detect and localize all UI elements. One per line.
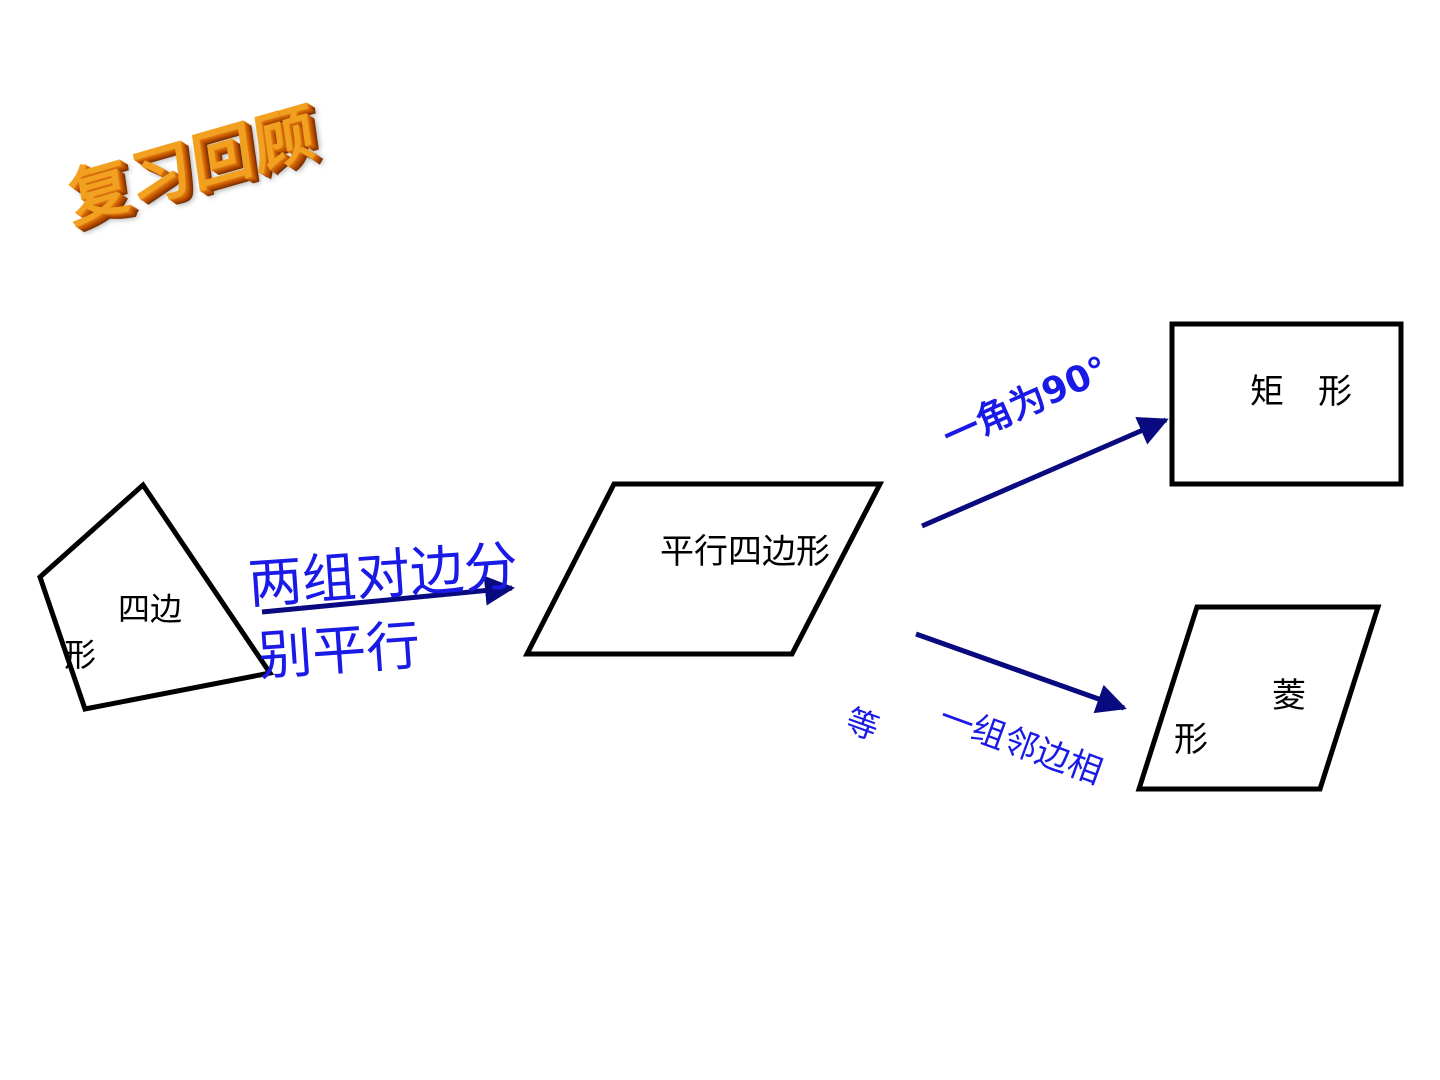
arrow-to-rectangle [921, 417, 1169, 529]
rhombus-shape [1135, 604, 1382, 792]
condition-parallelogram-line2: 别平行 [256, 613, 423, 688]
quadrilateral-label-2: 形 [64, 636, 97, 674]
rhombus-label-2: 形 [1174, 720, 1208, 760]
parallelogram-shape [522, 481, 885, 657]
rectangle-shape [1169, 321, 1404, 487]
rectangle-label: 矩 形 [1250, 372, 1352, 412]
quadrilateral-label-1: 四边 [118, 590, 183, 628]
arrow-to-rhombus [915, 631, 1127, 714]
parallelogram-label: 平行四边形 [660, 532, 830, 572]
quadrilateral-shape [37, 481, 275, 712]
rhombus-label-1: 菱 [1272, 676, 1306, 716]
arrow-to-parallelogram [261, 575, 515, 615]
